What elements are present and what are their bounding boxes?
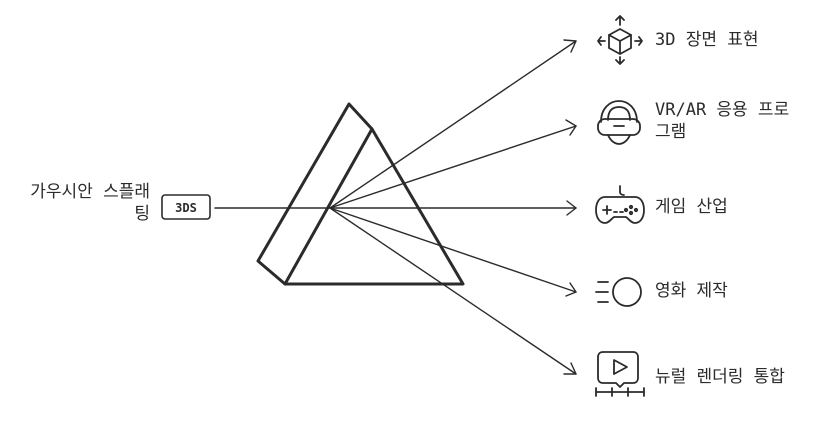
output-label-game: 게임 산업 bbox=[655, 197, 728, 217]
gamepad-icon bbox=[595, 185, 645, 224]
output-label-vr-ar-line1: VR/AR 응용 프로 bbox=[655, 100, 790, 120]
output-label-neural: 뉴럴 렌더링 통합 bbox=[655, 367, 785, 387]
ray-game-arrowhead bbox=[566, 200, 577, 216]
ray-3d-scene-arrowhead bbox=[563, 39, 577, 53]
output-label-3d-scene: 3D 장면 표현 bbox=[655, 30, 759, 50]
ray-neural-arrowhead bbox=[563, 362, 577, 375]
cube-move-icon bbox=[597, 15, 643, 65]
video-play-icon bbox=[595, 351, 645, 397]
source-label-line1: 가우시안 스플래 bbox=[30, 182, 150, 202]
speed-ball-icon bbox=[595, 277, 642, 307]
prism-shape bbox=[256, 102, 465, 286]
output-label-vr-ar-line2: 그램 bbox=[655, 122, 687, 142]
vr-headset-icon bbox=[597, 100, 641, 145]
ray-3d-scene bbox=[329, 40, 577, 209]
ray-vr-ar-arrowhead bbox=[565, 119, 577, 136]
output-label-vr-ar: VR/AR 응용 프로 그램 bbox=[655, 99, 789, 143]
ray-film-arrowhead bbox=[565, 282, 577, 297]
source-label: 가우시안 스플래 팅 bbox=[0, 181, 150, 225]
source-label-line2: 팅 bbox=[134, 204, 150, 224]
output-rays bbox=[329, 39, 577, 375]
ray-film bbox=[329, 207, 577, 293]
ray-vr-ar bbox=[329, 125, 577, 209]
ray-neural bbox=[329, 207, 577, 375]
output-label-film: 영화 제작 bbox=[655, 281, 728, 301]
source-badge: 3DS bbox=[161, 194, 211, 220]
source-badge-text: 3DS bbox=[175, 201, 197, 215]
